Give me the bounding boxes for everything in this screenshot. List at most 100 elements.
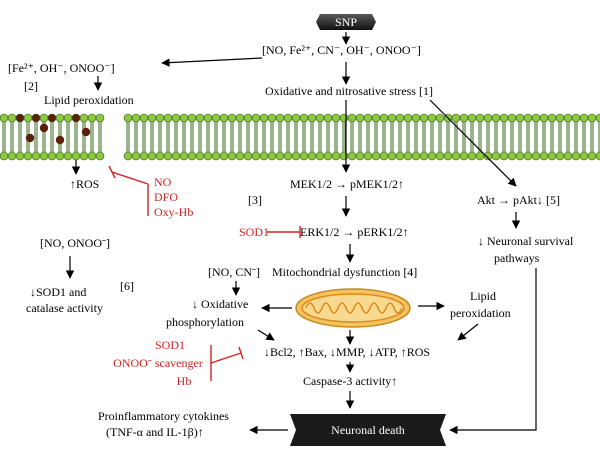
ox-phos-line2: phosphorylation [166,315,244,329]
lipid-head [195,151,205,161]
snp-label: SNP [335,15,357,29]
lipid-head [179,151,189,161]
lipid-head [451,113,461,123]
lipid-head [523,113,533,123]
lipid-head [195,113,205,123]
lipid-head [299,113,309,123]
lipid-head [555,113,565,123]
no-onoo-label: [NO, ONOOˉ] [40,236,110,250]
lipid-head [403,113,413,123]
lipid-head [571,151,581,161]
lipid-head [71,113,81,123]
lipid-head [291,151,301,161]
arrow-lipid-bcl2 [457,323,479,341]
lipid-head [331,113,341,123]
lipid-head [379,151,389,161]
lipid-head [179,113,189,123]
lipid-head [251,113,261,123]
lipid-head [171,151,181,161]
lipid-head [187,113,197,123]
ox-phos-line1: ↓ Oxidative [192,297,248,311]
mito-dysfunction-label: Mitochondrial dysfunction [4] [272,265,417,279]
erk-label: ERK1/2 → pERK1/2↑ [300,225,409,239]
lipid-head [219,113,229,123]
oxidized-lipid-head [81,127,91,137]
mitochondrion [295,288,411,328]
lipid-head [491,113,501,123]
lipid-head [419,113,429,123]
lipid-head [235,151,245,161]
lipid-head [95,113,105,123]
lipid-head [387,113,397,123]
lipid-head [63,151,73,161]
lipid-head [515,151,525,161]
scavenger-onoo: ONOOˉ scavenger [113,356,203,370]
lipid-head [347,113,357,123]
neuronal-survival-line1: ↓ Neuronal survival [478,234,574,248]
lipid-head [403,151,413,161]
lipid-perox-right-line2: peroxidation [450,306,511,320]
sod1-catalase-line1: ↓SOD1 and [30,285,86,299]
lipid-head [475,113,485,123]
no-cn-label: [NO, CNˉ] [208,265,260,279]
lipid-head [579,113,589,123]
lipid-head [243,113,253,123]
lipid-head [147,151,157,161]
lipid-head [15,113,25,123]
lipid-head [71,151,81,161]
lipid-peroxidation-top-label: Lipid peroxidation [44,93,134,107]
lipid-head [23,151,33,161]
lipid-head [31,151,41,161]
lipid-head [147,113,157,123]
scavenger-sod1: SOD1 [155,338,185,352]
arrow-sources-fe [161,57,263,67]
lipid-head [515,113,525,123]
lipid-head [171,113,181,123]
lipid-head [259,113,269,123]
bottom-scavenger-list: SOD1 ONOOˉ scavenger Hb [113,338,203,388]
lipid-head [47,151,57,161]
lipid-head [123,151,133,161]
arrow-stress-akt [429,99,517,187]
lipid-head [459,151,469,161]
fe-group-label: [Fe²⁺, OH⁻, ONOO⁻] [8,61,115,75]
inhibit-ros-bar [108,165,116,179]
inhibit-bcl2-bar [238,346,244,360]
lipid-head [123,113,133,123]
lipid-head [411,151,421,161]
lipid-head [499,151,509,161]
cytokines-line2: (TNF-α and IL-1β)↑ [106,425,204,439]
lipid-head [315,151,325,161]
lipid-head [563,113,573,123]
lipid-head [227,151,237,161]
lipid-head [547,151,557,161]
caspase-label: Caspase-3 activity↑ [303,374,397,388]
lipid-head [419,151,429,161]
arrow-oxphos-bcl2 [257,329,275,341]
lipid-head [595,113,600,123]
lipid-head [539,113,549,123]
lipid-head [395,151,405,161]
lipid-head [163,151,173,161]
lipid-head [155,113,165,123]
lipid-head [363,151,373,161]
inhibitions [108,165,301,381]
lipid-head [555,151,565,161]
bcl2-line-label: ↓Bcl2, ↑Bax, ↓MMP, ↓ATP, ↑ROS [264,345,430,359]
inhibit-bcl2 [210,352,242,364]
lipid-head [571,113,581,123]
lipid-head [139,113,149,123]
lipid-head [291,113,301,123]
lipid-head [435,151,445,161]
lipid-head [355,151,365,161]
lipid-head [79,113,89,123]
inhibit-ros [111,171,149,185]
lipid-head [443,151,453,161]
lipid-head [371,113,381,123]
lipid-head [363,113,373,123]
lipid-head [251,151,261,161]
lipid-head [531,151,541,161]
lipid-head [47,113,57,123]
